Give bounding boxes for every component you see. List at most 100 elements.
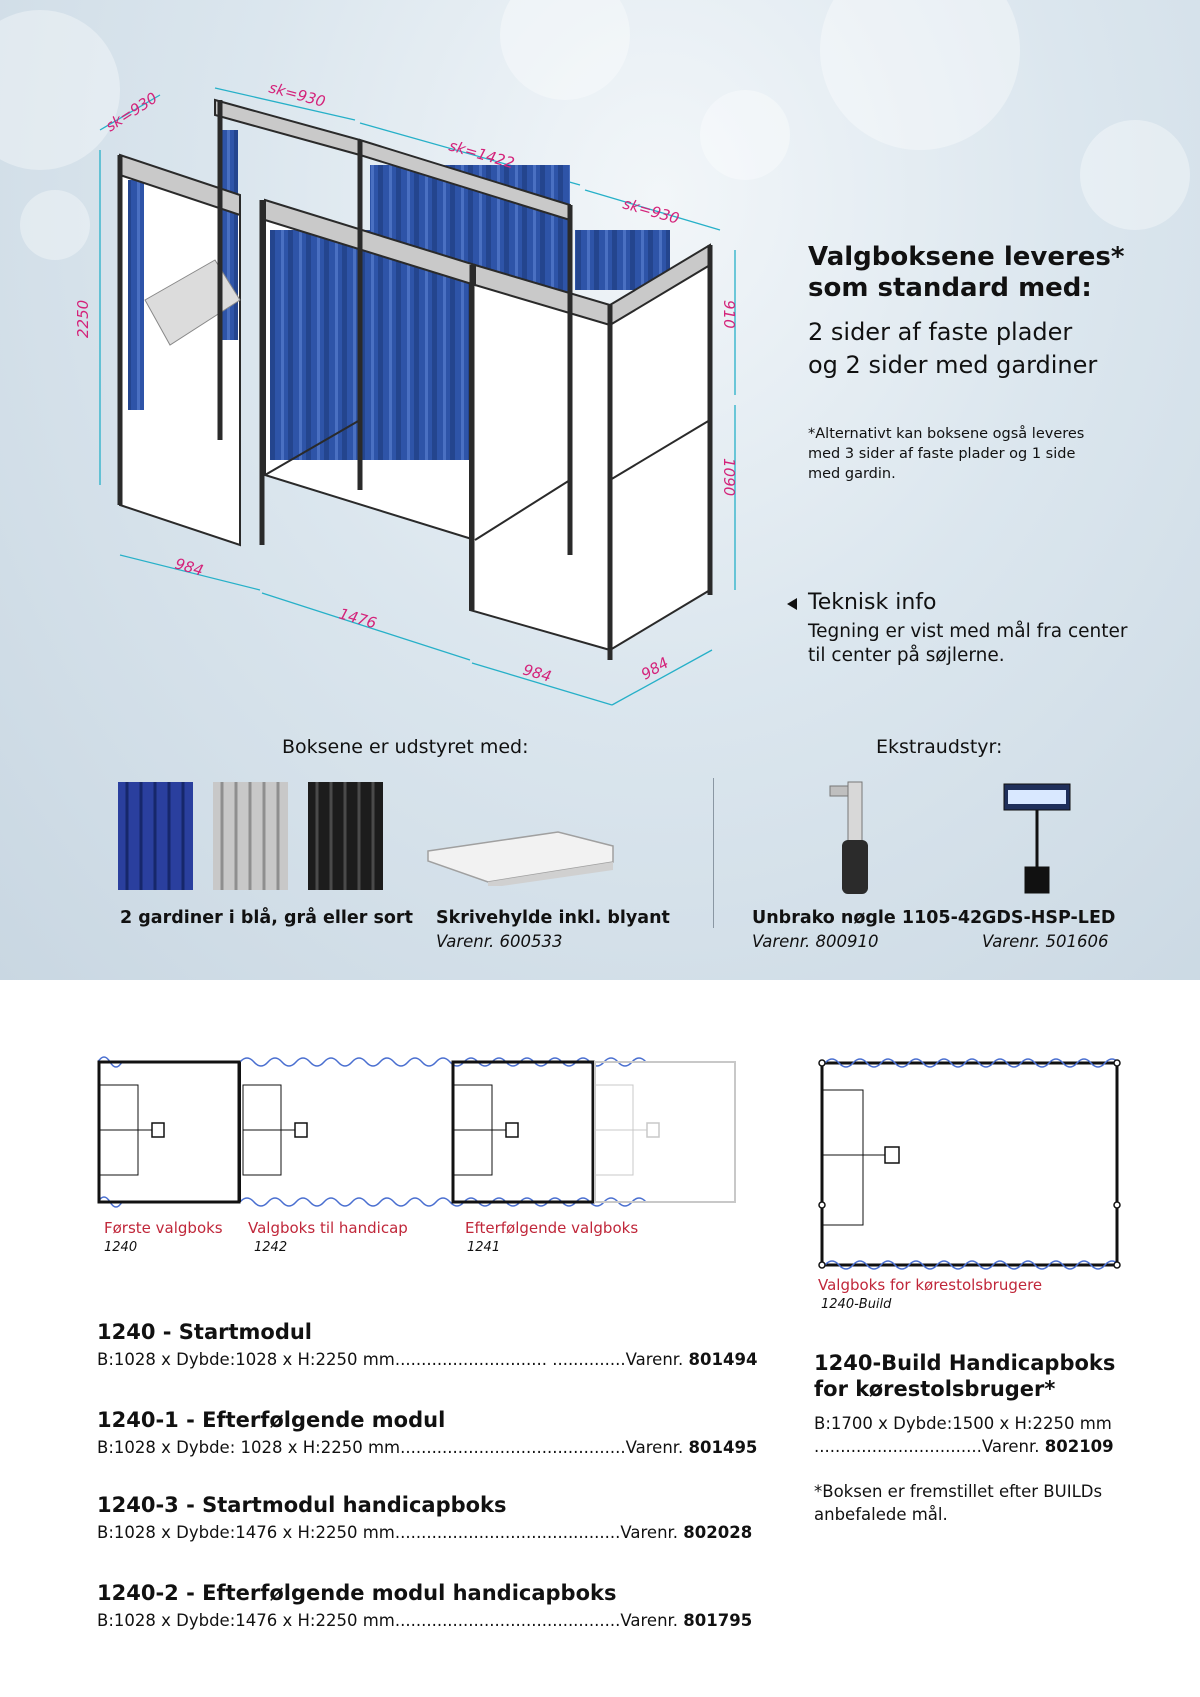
module-title: 1240-3 - Startmodul handicapboks (97, 1493, 507, 1517)
dim-height-lower: 1090 (720, 458, 738, 496)
plan-handicap-label: Valgboks til handicap (248, 1219, 408, 1237)
plan-box-handicap (239, 1062, 308, 1202)
teknisk-title: Teknisk info (808, 590, 937, 615)
led-lamp-icon (1003, 783, 1071, 894)
bokeh-light (500, 0, 630, 100)
booth-drawing: sk=930 sk=930 sk=1422 sk=930 2250 910 10… (74, 78, 738, 706)
module-number: 801795 (683, 1611, 753, 1630)
side-panel-front (469, 273, 611, 652)
dim-sk-right: sk=930 (621, 195, 681, 228)
bokeh-light (20, 190, 90, 260)
curtain-black-icon (308, 782, 383, 890)
module-dimensions: B:1028 x Dybde:1028 x H:2250 mm (97, 1350, 395, 1369)
build-note-2: anbefalede mål. (814, 1505, 948, 1524)
lamp-number: Varenr. 501606 (982, 932, 1109, 951)
triangle-left-icon (787, 598, 797, 610)
build-note-1: *Boksen er fremstillet efter BUILDs (814, 1482, 1103, 1501)
module-leader: ........................................… (394, 1523, 684, 1542)
module-dimensions: B:1028 x Dybde:1476 x H:2250 mm (97, 1523, 395, 1542)
build-leader: ................................Varenr. (814, 1437, 1045, 1456)
module-item: 1240 - Startmodul B:1028 x Dybde:1028 x … (97, 1320, 757, 1408)
module-spec: B:1028 x Dybde:1028 x H:2250 mm.........… (97, 1350, 757, 1369)
dim-w1: 984 (173, 555, 205, 580)
module-list: 1240 - Startmodul B:1028 x Dybde:1028 x … (97, 1320, 757, 1630)
module-item: 1240-1 - Efterfølgende modul B:1028 x Dy… (97, 1408, 757, 1493)
headline-sub: 2 sider af faste plader og 2 sider med g… (808, 316, 1097, 382)
module-number: 801495 (688, 1438, 758, 1457)
dimension-lines (99, 87, 736, 706)
curtains-label: 2 gardiner i blå, grå eller sort (120, 908, 413, 928)
build-number: 802109 (1044, 1437, 1114, 1456)
teknisk-line1: Tegning er vist med mål fra center (808, 621, 1128, 642)
build-title-1: 1240-Build Handicapboks (814, 1351, 1116, 1375)
headline-line2: som standard med: (808, 273, 1092, 303)
teknisk-line2: til center på søjlerne. (808, 645, 1005, 666)
dim-height-total: 2250 (74, 300, 92, 338)
plan-first-code: 1240 (104, 1240, 138, 1255)
plan-next-label: Efterfølgende valgboks (465, 1219, 639, 1237)
plan-first-label: Første valgboks (104, 1219, 223, 1237)
middle-rails (264, 419, 711, 541)
shelf-number: Varenr. 600533 (436, 932, 563, 951)
key-number: Varenr. 800910 (752, 932, 879, 951)
headline-sub1: 2 sider af faste plader (808, 318, 1073, 346)
writing-shelf (144, 259, 241, 346)
curtain-blue-icon (118, 782, 193, 890)
curtain-wave-top (97, 1056, 647, 1208)
teknisk-body: Tegning er vist med mål fra center til c… (808, 620, 1128, 668)
module-dimensions: B:1028 x Dybde:1476 x H:2250 mm (97, 1611, 395, 1630)
equipped-heading: Boksene er udstyret med: (282, 736, 529, 758)
headline-note2: med 3 sider af faste plader og 1 side (808, 446, 1076, 462)
hex-key-icon (829, 781, 868, 894)
dim-depth: 984 (638, 654, 672, 684)
module-number: 802028 (683, 1523, 753, 1542)
bokeh-light (700, 90, 790, 180)
curtain-left (128, 180, 144, 410)
headline-note3: med gardin. (808, 466, 896, 482)
dim-height-upper: 910 (720, 300, 738, 329)
plan-wheelchair-label: Valgboks for kørestolsbrugere (818, 1276, 1043, 1294)
module-leader: ............................. ..........… (394, 1350, 689, 1369)
plan-box-next (451, 1060, 595, 1204)
top-frame (119, 98, 711, 327)
module-leader: ........................................… (400, 1438, 689, 1457)
floor-plan-row (97, 1056, 736, 1208)
bokeh-light (820, 0, 1020, 150)
curtain-samples-icon (118, 782, 383, 890)
extra-heading: Ekstraudstyr: (876, 736, 1003, 758)
module-number: 801494 (688, 1350, 758, 1369)
module-leader: ........................................… (394, 1611, 684, 1630)
headline: Valgboksene leveres* som standard med: (808, 242, 1125, 304)
dim-sk-left: sk=930 (102, 89, 160, 136)
module-spec: B:1028 x Dybde:1476 x H:2250 mm.........… (97, 1523, 757, 1542)
headline-note: *Alternativt kan boksene også leveres me… (808, 424, 1084, 484)
bokeh-light (1080, 120, 1190, 230)
module-item: 1240-3 - Startmodul handicapboks B:1028 … (97, 1493, 757, 1581)
module-title: 1240-2 - Efterfølgende modul handicapbok… (97, 1581, 617, 1605)
build-spec: B:1700 x Dybde:1500 x H:2250 mm (814, 1414, 1112, 1433)
plan-box-faded (594, 1061, 736, 1203)
module-dimensions: B:1028 x Dybde: 1028 x H:2250 mm (97, 1438, 401, 1457)
curtain-grey-icon (213, 782, 288, 890)
build-order-line: ................................Varenr. … (814, 1435, 1184, 1458)
lamp-label: GDS-HSP-LED (982, 908, 1116, 928)
module-item: 1240-2 - Efterfølgende modul handicapbok… (97, 1581, 757, 1630)
plan-box-first (97, 1060, 241, 1204)
writing-shelf-icon (427, 831, 614, 886)
plan-next-code: 1241 (467, 1240, 501, 1255)
headline-note1: *Alternativt kan boksene også leveres (808, 426, 1085, 442)
build-title-2: for kørestolsbruger* (814, 1377, 1056, 1401)
module-spec: B:1028 x Dybde: 1028 x H:2250 mm........… (97, 1438, 757, 1457)
module-title: 1240-1 - Efterfølgende modul (97, 1408, 446, 1432)
dim-w2: 1476 (337, 605, 379, 633)
dim-w3: 984 (521, 661, 553, 686)
headline-sub2: og 2 sider med gardiner (808, 351, 1098, 379)
module-spec: B:1028 x Dybde:1476 x H:2250 mm.........… (97, 1611, 757, 1630)
module-title: 1240 - Startmodul (97, 1320, 313, 1344)
plan-wheelchair-code: 1240-Build (821, 1297, 892, 1312)
headline-line1: Valgboksene leveres* (808, 242, 1125, 272)
section-divider (713, 778, 714, 928)
plan-handicap-code: 1242 (254, 1240, 288, 1255)
dim-sk-mid1: sk=930 (267, 78, 327, 110)
build-box-info: 1240-Build Handicapboks for kørestolsbru… (814, 1350, 1184, 1526)
